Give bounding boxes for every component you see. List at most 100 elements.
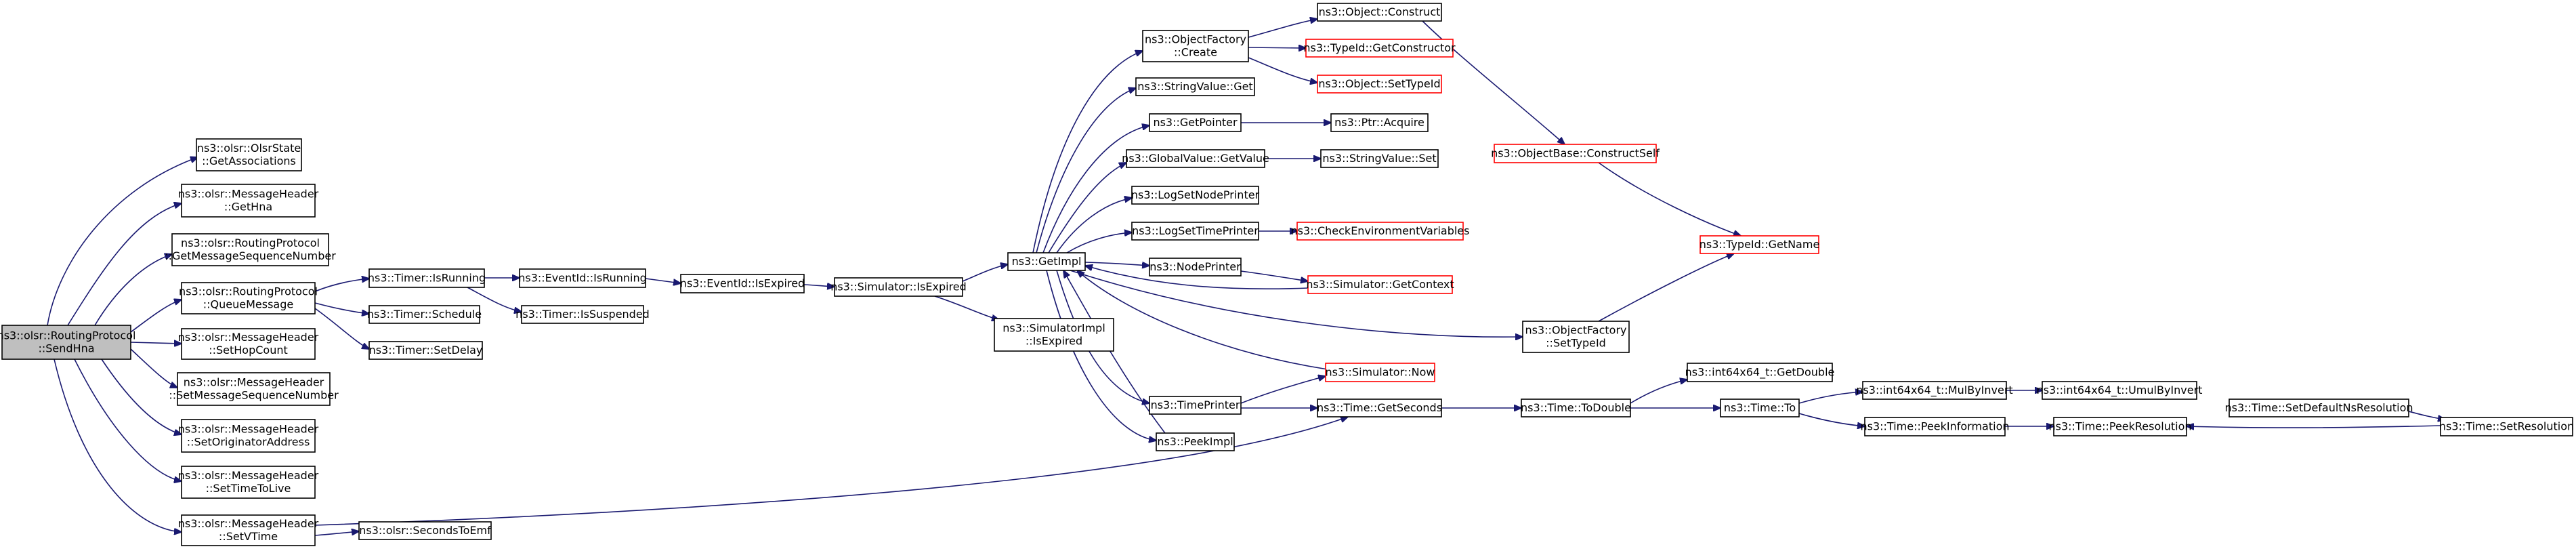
edge-queuemsg-to-timerisrunning — [314, 279, 369, 292]
node-box — [1699, 235, 1819, 254]
node-box — [181, 328, 316, 360]
node-sethop[interactable]: ns3::olsr::MessageHeader::SetHopCount — [178, 328, 319, 360]
edge-objfactorycreate-to-objconstruct — [1248, 19, 1317, 38]
node-label: ns3::GetImpl — [1012, 255, 1082, 268]
node-peekimpl[interactable]: ns3::PeekImpl — [1156, 432, 1235, 451]
edge-root-to-setttl — [74, 359, 182, 481]
node-timesetres[interactable]: ns3::Time::SetResolution — [2439, 417, 2574, 436]
node-timeto[interactable]: ns3::Time::To — [1720, 399, 1800, 417]
node-timerschedule[interactable]: ns3::Timer::Schedule — [367, 305, 482, 324]
node-timeprinter[interactable]: ns3::TimePrinter — [1149, 396, 1242, 415]
node-setorig[interactable]: ns3::olsr::MessageHeader::SetOriginatorA… — [178, 419, 319, 453]
node-simisexpired[interactable]: ns3::Simulator::IsExpired — [830, 277, 967, 297]
node-label: ns3::olsr::SecondsToEmf — [359, 524, 491, 537]
edge-queuemsg-to-timerschedule — [314, 302, 369, 314]
node-gethna[interactable]: ns3::olsr::MessageHeader::GetHna — [178, 184, 319, 218]
node-timegetseconds[interactable]: ns3::Time::GetSeconds — [1317, 399, 1442, 417]
node-getassoc[interactable]: ns3::olsr::OlsrState::GetAssociations — [196, 138, 302, 171]
node-label: ns3::Ptr::Acquire — [1334, 116, 1424, 129]
node-box — [177, 372, 331, 406]
node-box — [994, 318, 1114, 352]
node-checkenv[interactable]: ns3::CheckEnvironmentVariables — [1291, 222, 1470, 241]
node-ptracquire[interactable]: ns3::Ptr::Acquire — [1330, 113, 1429, 132]
node-objbaseconstructself[interactable]: ns3::ObjectBase::ConstructSelf — [1491, 144, 1660, 163]
node-timesetdefault[interactable]: ns3::Time::SetDefaultNsResolution — [2224, 399, 2413, 417]
node-timepeekres[interactable]: ns3::Time::PeekResolution — [2048, 417, 2192, 436]
node-stringvalueget[interactable]: ns3::StringValue::Get — [1135, 77, 1255, 96]
node-label: ns3::LogSetTimePrinter — [1132, 224, 1259, 237]
edge-root-to-sethop — [130, 342, 182, 344]
node-stringvalueset[interactable]: ns3::StringValue::Set — [1320, 149, 1439, 168]
node-box — [1494, 144, 1657, 163]
node-timersetdelay[interactable]: ns3::Timer::SetDelay — [368, 341, 483, 360]
node-box — [2229, 399, 2409, 417]
node-int64getdouble[interactable]: ns3::int64x64_t::GetDouble — [1685, 363, 1835, 382]
node-root[interactable]: ns3::olsr::RoutingProtocol::SendHna — [0, 325, 135, 360]
node-label: ns3::Time::ToDouble — [1521, 401, 1631, 414]
node-timerissusp[interactable]: ns3::Timer::IsSuspended — [515, 305, 650, 324]
edge-eventisexpired-to-simisexpired — [803, 285, 835, 287]
node-box — [1156, 432, 1235, 451]
node-box — [1131, 186, 1259, 205]
node-timerisrunning[interactable]: ns3::Timer::IsRunning — [368, 268, 486, 288]
node-box — [1305, 39, 1454, 58]
node-label: ns3::Simulator::Now — [1326, 366, 1435, 379]
node-label: ns3::Simulator::GetContext — [1306, 278, 1454, 291]
node-timepeekinfo[interactable]: ns3::Time::PeekInformation — [1860, 417, 2010, 436]
node-box — [181, 282, 316, 314]
node-objfactorysettypeid[interactable]: ns3::ObjectFactory::SetTypeId — [1522, 321, 1630, 353]
edge-getimpl-to-logsetnode — [1056, 198, 1132, 253]
node-box — [181, 419, 316, 453]
node-label: ns3::olsr::RoutingProtocol — [181, 237, 320, 249]
node-getpointer[interactable]: ns3::GetPointer — [1149, 113, 1242, 132]
node-int64mulbyinvert[interactable]: ns3::int64x64_t::MulByInvert — [1856, 381, 2013, 400]
edge-root-to-queuemsg — [130, 300, 182, 333]
node-setmsgseq[interactable]: ns3::olsr::MessageHeader::SetMessageSequ… — [169, 372, 339, 406]
node-objconstruct[interactable]: ns3::Object::Construct — [1317, 3, 1442, 22]
node-label: ns3::Timer::IsSuspended — [515, 308, 650, 321]
node-label: ::SetHopCount — [209, 344, 288, 356]
node-simnow[interactable]: ns3::Simulator::Now — [1325, 363, 1435, 382]
node-logsetnode[interactable]: ns3::LogSetNodePrinter — [1131, 186, 1260, 205]
node-timetodouble[interactable]: ns3::Time::ToDouble — [1521, 399, 1631, 417]
node-queuemsg[interactable]: ns3::olsr::RoutingProtocol::QueueMessage — [179, 282, 318, 314]
node-getmsgseq[interactable]: ns3::olsr::RoutingProtocol::GetMessageSe… — [165, 233, 336, 266]
node-label: ns3::int64x64_t::UmulByInvert — [2037, 384, 2203, 397]
node-box — [358, 521, 492, 540]
node-logsettime[interactable]: ns3::LogSetTimePrinter — [1131, 222, 1259, 241]
node-eventisrunning[interactable]: ns3::EventId::IsRunning — [518, 268, 647, 288]
node-secondstoemf[interactable]: ns3::olsr::SecondsToEmf — [358, 521, 492, 540]
edge-getimpl-to-getpointer — [1042, 125, 1149, 253]
node-label: ::SendHna — [38, 342, 94, 355]
edge-objfactorycreate-to-typeidgetctor — [1248, 47, 1306, 48]
node-label: ns3::Simulator::IsExpired — [830, 281, 967, 293]
node-objsettypeid[interactable]: ns3::Object::SetTypeId — [1317, 75, 1442, 94]
node-label: ns3::SimulatorImpl — [1002, 322, 1105, 335]
node-globalvalueget[interactable]: ns3::GlobalValue::GetValue — [1122, 149, 1269, 168]
node-objfactorycreate[interactable]: ns3::ObjectFactory::Create — [1142, 30, 1249, 62]
edge-getimpl-to-stringvalueget — [1036, 88, 1136, 253]
edge-nodeprinter-to-simgetctx — [1240, 270, 1308, 281]
node-simgetctx[interactable]: ns3::Simulator::GetContext — [1306, 275, 1454, 294]
edge-objbaseconstructself-to-typeidgetname — [1598, 162, 1741, 236]
node-box — [181, 514, 316, 546]
node-label: ns3::CheckEnvironmentVariables — [1291, 224, 1470, 237]
edge-root-to-gethna — [67, 203, 182, 326]
node-nodeprinter[interactable]: ns3::NodePrinter — [1149, 258, 1242, 277]
node-box — [1317, 75, 1442, 94]
node-label: ns3::int64x64_t::GetDouble — [1685, 366, 1835, 380]
edge-getimpl-to-timeprinter — [1056, 270, 1149, 403]
node-label: ns3::StringValue::Get — [1137, 80, 1252, 93]
node-simimplisexpired[interactable]: ns3::SimulatorImpl::IsExpired — [994, 318, 1114, 352]
node-label: ns3::olsr::RoutingProtocol — [0, 329, 135, 342]
node-box — [1296, 222, 1464, 241]
node-getimpl[interactable]: ns3::GetImpl — [1007, 252, 1086, 271]
node-box — [2440, 417, 2573, 436]
node-int64umulbyinvert[interactable]: ns3::int64x64_t::UmulByInvert — [2037, 381, 2203, 400]
node-setvtime[interactable]: ns3::olsr::MessageHeader::SetVTime — [178, 514, 319, 546]
node-typeidgetctor[interactable]: ns3::TypeId::GetConstructor — [1303, 39, 1456, 58]
node-typeidgetname[interactable]: ns3::TypeId::GetName — [1699, 235, 1820, 254]
node-eventisexpired[interactable]: ns3::EventId::IsExpired — [680, 274, 805, 293]
node-setttl[interactable]: ns3::olsr::MessageHeader::SetTimeToLive — [178, 466, 319, 499]
